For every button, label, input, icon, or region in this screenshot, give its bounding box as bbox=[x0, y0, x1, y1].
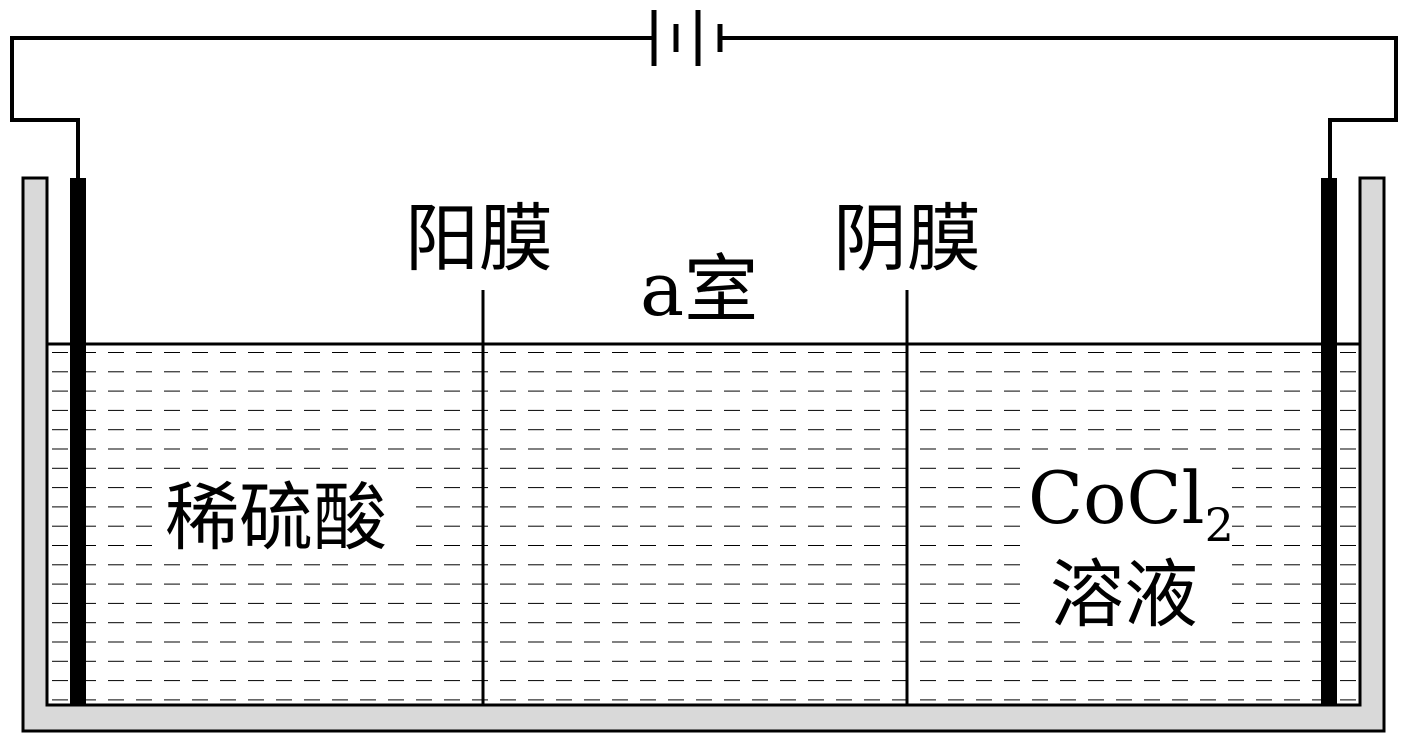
right-label-bg bbox=[1026, 458, 1232, 634]
circuit-wire-right bbox=[720, 36, 1398, 178]
formula-main: CoCl bbox=[1028, 456, 1205, 540]
cell-container bbox=[21, 176, 1386, 733]
battery-icon bbox=[651, 10, 723, 66]
cation-membrane-label: 阴膜 bbox=[833, 196, 981, 282]
right-electrode bbox=[1321, 178, 1337, 705]
left-electrode bbox=[70, 178, 86, 705]
left-label-bg bbox=[162, 470, 412, 556]
anion-membrane-label: 阳膜 bbox=[405, 196, 553, 282]
middle-chamber-label: a室 bbox=[640, 247, 758, 333]
formula-subscript: 2 bbox=[1205, 498, 1234, 552]
right-solution-name: 溶液 bbox=[1050, 552, 1198, 638]
right-solution-formula: CoCl2 bbox=[1028, 456, 1234, 552]
left-solution-label: 稀硫酸 bbox=[165, 475, 387, 561]
circuit-wire-left bbox=[10, 36, 654, 178]
